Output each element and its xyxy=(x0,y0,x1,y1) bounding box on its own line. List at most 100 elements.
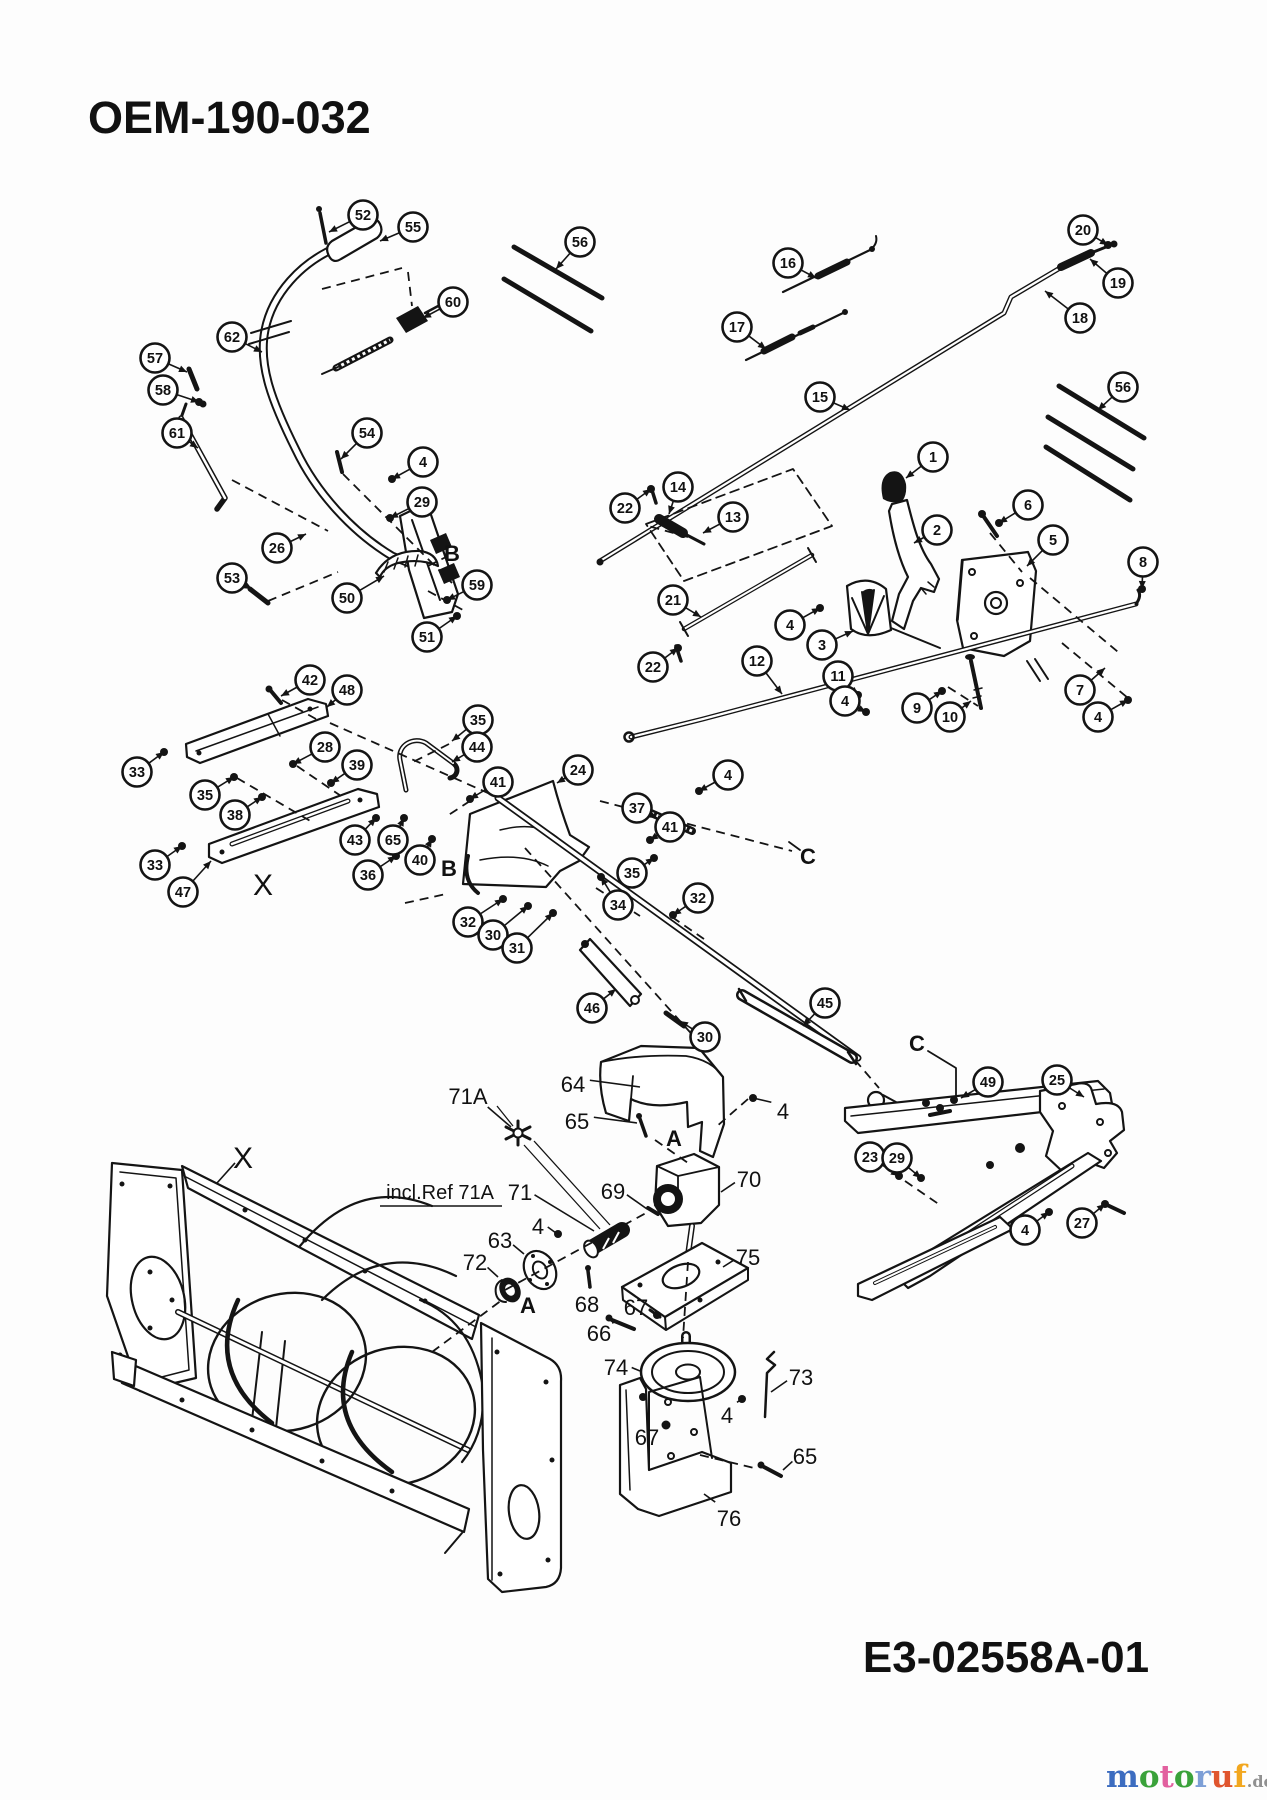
leader-arrowhead xyxy=(519,906,528,914)
callout-60 xyxy=(437,286,469,318)
callout-number-30: 30 xyxy=(485,928,501,944)
leader-arrowhead xyxy=(703,526,712,533)
callout-38 xyxy=(219,799,251,831)
callout-4 xyxy=(829,685,861,717)
watermark-suffix: .de xyxy=(1247,1772,1267,1791)
callout-number-65: 65 xyxy=(385,833,401,849)
leader-arrowhead xyxy=(673,907,682,915)
label-66: 66 xyxy=(587,1321,611,1346)
callout-5 xyxy=(1037,524,1069,556)
callout-number-5: 5 xyxy=(1049,533,1057,549)
callout-12 xyxy=(741,645,773,677)
label-67: 67 xyxy=(624,1295,648,1320)
callout-52 xyxy=(347,199,379,231)
callout-number-57: 57 xyxy=(147,351,163,367)
callout-number-4: 4 xyxy=(724,768,732,784)
callout-number-34: 34 xyxy=(610,898,626,914)
callout-29 xyxy=(881,1142,913,1174)
callout-49 xyxy=(972,1066,1004,1098)
callout-25 xyxy=(1041,1064,1073,1096)
leader-arrowhead xyxy=(774,685,782,694)
callout-number-4: 4 xyxy=(1094,710,1102,726)
diagram-line-art xyxy=(105,206,1147,1594)
callout-15 xyxy=(804,381,836,413)
leader-arrowhead xyxy=(1119,700,1128,707)
callout-number-59: 59 xyxy=(469,578,485,594)
callout-32 xyxy=(452,906,484,938)
callout-48 xyxy=(331,674,363,706)
leader-arrowhead xyxy=(494,899,503,907)
callout-number-20: 20 xyxy=(1075,223,1091,239)
callout-41 xyxy=(482,766,514,798)
dash-line xyxy=(296,765,342,797)
callout-number-32: 32 xyxy=(690,891,706,907)
callout-number-52: 52 xyxy=(355,208,371,224)
leader-line xyxy=(487,1266,499,1278)
dash-line xyxy=(904,1180,941,1206)
leader-arrowhead xyxy=(668,505,675,514)
leader-arrowhead xyxy=(424,839,432,848)
dash-line xyxy=(947,686,979,707)
callout-3 xyxy=(806,629,838,661)
callout-41 xyxy=(654,811,686,843)
callout-37 xyxy=(621,792,653,824)
leader-arrowhead xyxy=(962,701,971,709)
dash-line xyxy=(321,267,403,290)
label-73: 73 xyxy=(789,1365,813,1390)
callout-number-36: 36 xyxy=(360,868,376,884)
leader-line xyxy=(589,1079,641,1088)
callout-number-27: 27 xyxy=(1074,1216,1090,1232)
callout-number-62: 62 xyxy=(224,330,240,346)
leader-arrowhead xyxy=(1090,259,1099,267)
callout-number-33: 33 xyxy=(147,858,163,874)
callout-number-56: 56 xyxy=(572,235,588,251)
callout-number-40: 40 xyxy=(412,853,428,869)
dashed-assembly-lines xyxy=(231,267,1129,1470)
callout-8 xyxy=(1127,546,1159,578)
callout-number-48: 48 xyxy=(339,683,355,699)
leader-arrowhead xyxy=(253,797,262,805)
leader-arrowhead xyxy=(387,856,396,864)
callout-number-54: 54 xyxy=(359,426,375,442)
callout-number-58: 58 xyxy=(155,383,171,399)
drawing-number: E3-02558A-01 xyxy=(863,1633,1149,1682)
leader-arrowhead xyxy=(380,234,389,242)
dash-line xyxy=(1029,577,1119,653)
callout-leader-lines xyxy=(148,220,1146,1503)
leader-arrowhead xyxy=(375,576,384,584)
dash-line xyxy=(989,532,1023,573)
callout-number-31: 31 xyxy=(509,941,525,957)
callout-number-39: 39 xyxy=(349,758,365,774)
label-68: 68 xyxy=(575,1292,599,1317)
leader-arrowhead xyxy=(329,225,338,232)
label-A: A xyxy=(666,1126,682,1151)
callout-number-47: 47 xyxy=(175,885,191,901)
leader-arrowhead xyxy=(557,775,566,783)
leader-arrowhead xyxy=(645,858,654,866)
leader-arrowhead xyxy=(650,832,659,840)
leader-arrowhead xyxy=(757,341,766,349)
leader-arrowhead xyxy=(680,1021,689,1029)
leader-line xyxy=(611,1321,616,1324)
leader-arrowhead xyxy=(253,345,262,352)
leader-arrowhead xyxy=(999,515,1008,523)
leader-arrowhead xyxy=(225,777,234,785)
callout-number-16: 16 xyxy=(780,256,796,272)
callout-42 xyxy=(294,664,326,696)
callout-number-43: 43 xyxy=(347,833,363,849)
callout-number-42: 42 xyxy=(302,673,318,689)
leader-line xyxy=(534,1194,595,1232)
callout-39 xyxy=(341,749,373,781)
callout-number-19: 19 xyxy=(1110,276,1126,292)
leader-arrowhead xyxy=(1075,1089,1084,1097)
dash-line xyxy=(329,722,498,798)
label-67: 67 xyxy=(635,1425,659,1450)
callout-18 xyxy=(1064,302,1096,334)
callout-36 xyxy=(352,859,384,891)
callout-number-22: 22 xyxy=(645,660,661,676)
leader-line xyxy=(662,1424,667,1427)
leader-arrowhead xyxy=(293,757,302,764)
callout-33 xyxy=(121,756,153,788)
callout-4 xyxy=(712,759,744,791)
